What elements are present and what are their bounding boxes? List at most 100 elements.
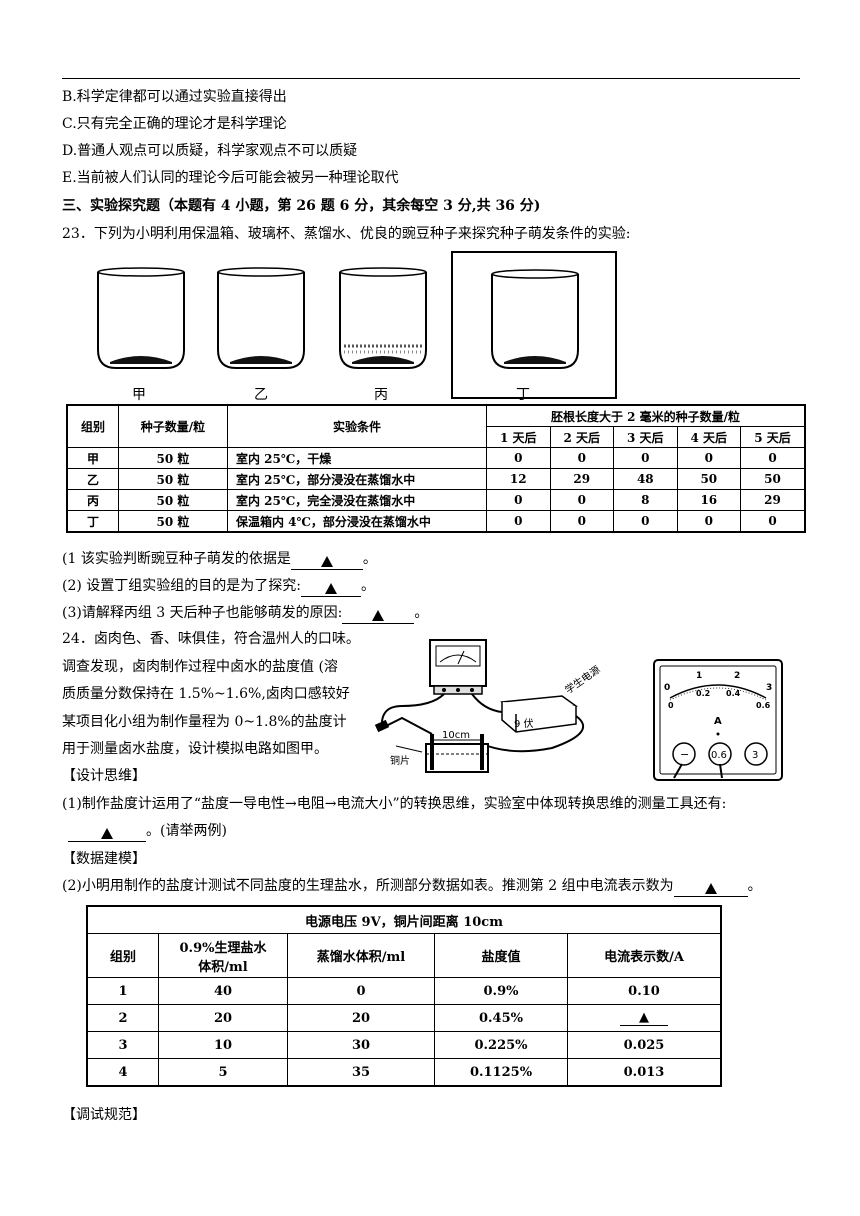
cup-label-bing: 丙 <box>374 387 388 403</box>
cell-value: 0 <box>486 510 551 533</box>
header-salinity: 盐度值 <box>434 933 568 978</box>
header-saline-volume: 0.9%生理盐水 体积/ml <box>158 933 288 978</box>
header-day: 3 天后 <box>613 426 678 448</box>
q24-line3: 质质量分数保持在 1.5%~1.6%,卤肉口感较好 <box>62 686 350 702</box>
scale-bottom-04: 0.4 <box>726 689 741 698</box>
header-rule <box>62 78 800 79</box>
cup-bing <box>339 267 427 369</box>
q24-part1-blank: 。(请举两例) <box>68 822 227 842</box>
cup-jia <box>97 267 185 369</box>
triangle-icon: ▲ <box>620 1010 668 1026</box>
scale-top-0: 0 <box>664 683 670 693</box>
cell-value: 0 <box>613 447 678 469</box>
triangle-icon <box>704 883 717 894</box>
salinity-table: 电源电压 9V，铜片间距离 10cm 组别 0.9%生理盐水 体积/ml 蒸馏水… <box>86 905 722 1087</box>
circuit-diagram: 9 伏 学生电源 10cm 铜片 <box>374 639 602 773</box>
svg-text:−: − <box>680 748 689 761</box>
option-c: C.只有完全正确的理论才是科学理论 <box>62 116 287 132</box>
cell-group: 乙 <box>66 468 119 490</box>
cup-label-jia: 甲 <box>132 387 146 403</box>
cell-condition: 保温箱内 4℃，部分浸没在蒸馏水中 <box>227 510 487 533</box>
power-supply-label: 学生电源 <box>562 663 602 697</box>
table-row: 2 20 20 0.45% ▲ <box>86 1004 722 1032</box>
header-water-volume: 蒸馏水体积/ml <box>287 933 435 978</box>
cell-value: 0 <box>486 489 551 511</box>
cell-group: 甲 <box>66 447 119 469</box>
q24-line4: 某项目化小组为制作量程为 0~1.8%的盐度计 <box>62 714 347 730</box>
beaker <box>425 743 489 773</box>
answer-blank-cell: ▲ <box>567 1004 722 1032</box>
scale-top-3: 3 <box>766 683 772 693</box>
header-seed-count: 种子数量/粒 <box>118 404 228 448</box>
cell-count: 50 粒 <box>118 468 228 490</box>
scale-bottom-02: 0.2 <box>696 689 710 698</box>
header-day: 4 天后 <box>676 426 742 448</box>
scale-bottom-0: 0 <box>668 701 674 710</box>
table-row: 丁 50 粒 保温箱内 4℃，部分浸没在蒸馏水中 0 0 0 0 0 <box>66 510 806 533</box>
scale-bottom-06: 0.6 <box>756 701 771 710</box>
answer-blank <box>342 607 415 624</box>
header-condition: 实验条件 <box>227 404 487 448</box>
unit-label: A <box>714 716 722 727</box>
option-e: E.当前被人们认同的理论今后可能会被另一种理论取代 <box>62 170 399 186</box>
svg-text:0.6: 0.6 <box>711 750 727 761</box>
triangle-icon <box>320 556 333 567</box>
copper-plate-left <box>430 734 434 770</box>
seed-germination-table: 组别 种子数量/粒 实验条件 胚根长度大于 2 毫米的种子数量/粒 1 天后 2… <box>66 404 806 533</box>
q24-part2: (2)小明用制作的盐度计测试不同盐度的生理盐水，所测部分数据如表。推测第 2 组… <box>62 877 762 897</box>
ammeter-dial: 0 1 2 3 0 0.2 0.4 0.6 A − 0.6 3 <box>653 659 783 781</box>
q23-part1: (1 该实验判断豌豆种子萌发的依据是。 <box>62 550 377 570</box>
cup-label-ding: 丁 <box>516 387 530 403</box>
cell-value: 0 <box>740 510 806 533</box>
cell-count: 50 粒 <box>118 447 228 469</box>
cell-value: 50 <box>740 468 806 490</box>
cell-value: 0 <box>549 489 615 511</box>
data-modeling-title: 【数据建模】 <box>62 851 146 867</box>
cell-value: 0 <box>549 510 615 533</box>
header-radicle: 胚根长度大于 2 毫米的种子数量/粒 <box>486 404 806 427</box>
question-23-stem: 23．下列为小明利用保温箱、玻璃杯、蒸馏水、优良的豌豆种子来探究种子萌发条件的实… <box>62 226 631 242</box>
cell-value: 8 <box>613 489 678 511</box>
option-d: D.普通人观点可以质疑，科学家观点不可以质疑 <box>62 143 358 159</box>
terminal-negative <box>672 742 696 766</box>
cell-value: 0 <box>486 447 551 469</box>
cell-condition: 室内 25℃，部分浸没在蒸馏水中 <box>227 468 487 490</box>
scale-top-1: 1 <box>696 671 702 681</box>
cell-value: 16 <box>676 489 742 511</box>
answer-blank <box>673 880 748 897</box>
triangle-icon <box>325 583 337 594</box>
table-row: 1 40 0 0.9% 0.10 <box>86 977 722 1005</box>
cell-count: 50 粒 <box>118 489 228 511</box>
cup-label-yi: 乙 <box>254 387 268 403</box>
copper-label: 铜片 <box>390 754 410 767</box>
header-group: 组别 <box>66 404 119 448</box>
cell-value: 12 <box>486 468 551 490</box>
power-voltage-label: 9 伏 <box>514 717 534 730</box>
terminal-3 <box>744 742 768 766</box>
q24-line1: 24．卤肉色、香、味俱佳，符合温州人的口味。 <box>62 631 360 647</box>
cell-group: 丙 <box>66 489 119 511</box>
q24-part1: (1)制作盐度计运用了“盐度一导电性→电阻→电流大小”的转换思维，实验室中体现转… <box>62 796 727 812</box>
scale-top-2: 2 <box>734 671 740 681</box>
table-row: 3 10 30 0.225% 0.025 <box>86 1031 722 1059</box>
answer-blank <box>301 580 361 597</box>
table-row: 4 5 35 0.1125% 0.013 <box>86 1058 722 1087</box>
cups-figure <box>97 251 617 399</box>
cell-value: 29 <box>549 468 615 490</box>
cell-condition: 室内 25℃，完全浸没在蒸馏水中 <box>227 489 487 511</box>
debug-title: 【调试规范】 <box>62 1107 146 1123</box>
table-row: 丙 50 粒 室内 25℃，完全浸没在蒸馏水中 0 0 8 16 29 <box>66 489 806 511</box>
cell-group: 丁 <box>66 510 119 533</box>
header-current: 电流表示数/A <box>567 933 722 978</box>
table-row: 甲 50 粒 室内 25℃，干燥 0 0 0 0 0 <box>66 447 806 469</box>
option-b: B.科学定律都可以通过实验直接得出 <box>62 89 287 105</box>
triangle-icon <box>372 610 385 621</box>
cell-value: 0 <box>549 447 615 469</box>
answer-blank <box>290 553 363 570</box>
q23-part3: (3)请解释丙组 3 天后种子也能够萌发的原因:。 <box>62 604 428 624</box>
distance-label: 10cm <box>442 730 470 741</box>
table-title: 电源电压 9V，铜片间距离 10cm <box>86 905 722 934</box>
q24-line2: 调查发现，卤肉制作过程中卤水的盐度值 (溶 <box>62 659 338 675</box>
cell-value: 29 <box>740 489 806 511</box>
cell-condition: 室内 25℃，干燥 <box>227 447 487 469</box>
